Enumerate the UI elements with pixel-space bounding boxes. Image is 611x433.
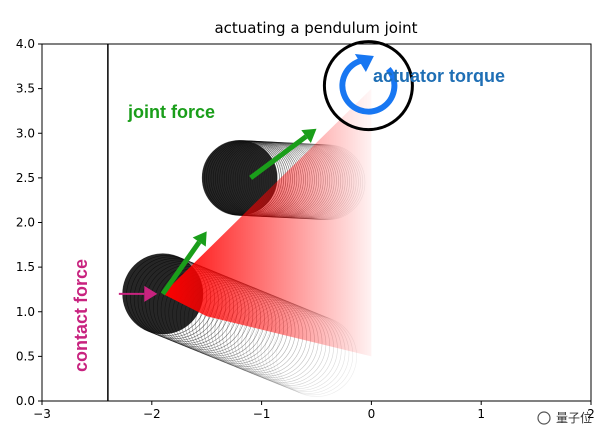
watermark-logo-icon xyxy=(537,411,551,425)
y-tick-label: 3.0 xyxy=(16,126,35,140)
y-tick-label: 2.5 xyxy=(16,171,35,185)
contact-force-arrow xyxy=(118,285,158,302)
contact-force-label: contact force xyxy=(71,259,91,372)
watermark-text: 量子位 xyxy=(556,410,592,425)
y-tick-label: 2.0 xyxy=(16,216,35,230)
joint-force-label: joint force xyxy=(127,102,215,122)
x-tick-label: 2 xyxy=(587,407,595,421)
plot-content xyxy=(107,40,414,401)
actuator-torque-marker xyxy=(322,40,414,132)
y-tick-label: 3.5 xyxy=(16,82,35,96)
watermark: 量子位 xyxy=(537,410,592,425)
x-tick-label: 1 xyxy=(477,407,485,421)
joint-force-arrow xyxy=(160,231,207,296)
joint-force-arrow-head xyxy=(192,231,207,247)
link-end xyxy=(202,140,278,216)
y-tick-label: 0.0 xyxy=(16,394,35,408)
joint-force-arrow-head xyxy=(301,128,317,143)
swept-area xyxy=(162,88,372,357)
joint-force-arrow-shaft xyxy=(160,240,202,296)
actuator-torque-label: actuator torque xyxy=(373,66,505,86)
x-tick-label: −2 xyxy=(143,407,161,421)
y-tick-label: 1.0 xyxy=(16,305,35,319)
contact-force-arrow-head xyxy=(144,285,158,302)
x-axis: −3 −2 −1 0 1 2 xyxy=(33,401,595,421)
chart-title: actuating a pendulum joint xyxy=(214,19,417,37)
y-tick-label: 0.5 xyxy=(16,349,35,363)
rotate-arrow-icon xyxy=(339,57,398,115)
x-tick-label: −1 xyxy=(253,407,271,421)
joint-force-arrow-shaft xyxy=(249,134,308,180)
y-tick-label: 1.5 xyxy=(16,260,35,274)
joint-force-arrow xyxy=(249,128,317,180)
x-tick-label: 0 xyxy=(368,407,376,421)
torque-ring xyxy=(322,40,414,132)
y-axis: 0.0 0.5 1.0 1.5 2.0 2.5 3.0 3.5 4.0 xyxy=(16,37,42,408)
rotate-arrow-head xyxy=(354,54,374,73)
x-tick-label: −3 xyxy=(33,407,51,421)
y-tick-label: 4.0 xyxy=(16,37,35,51)
